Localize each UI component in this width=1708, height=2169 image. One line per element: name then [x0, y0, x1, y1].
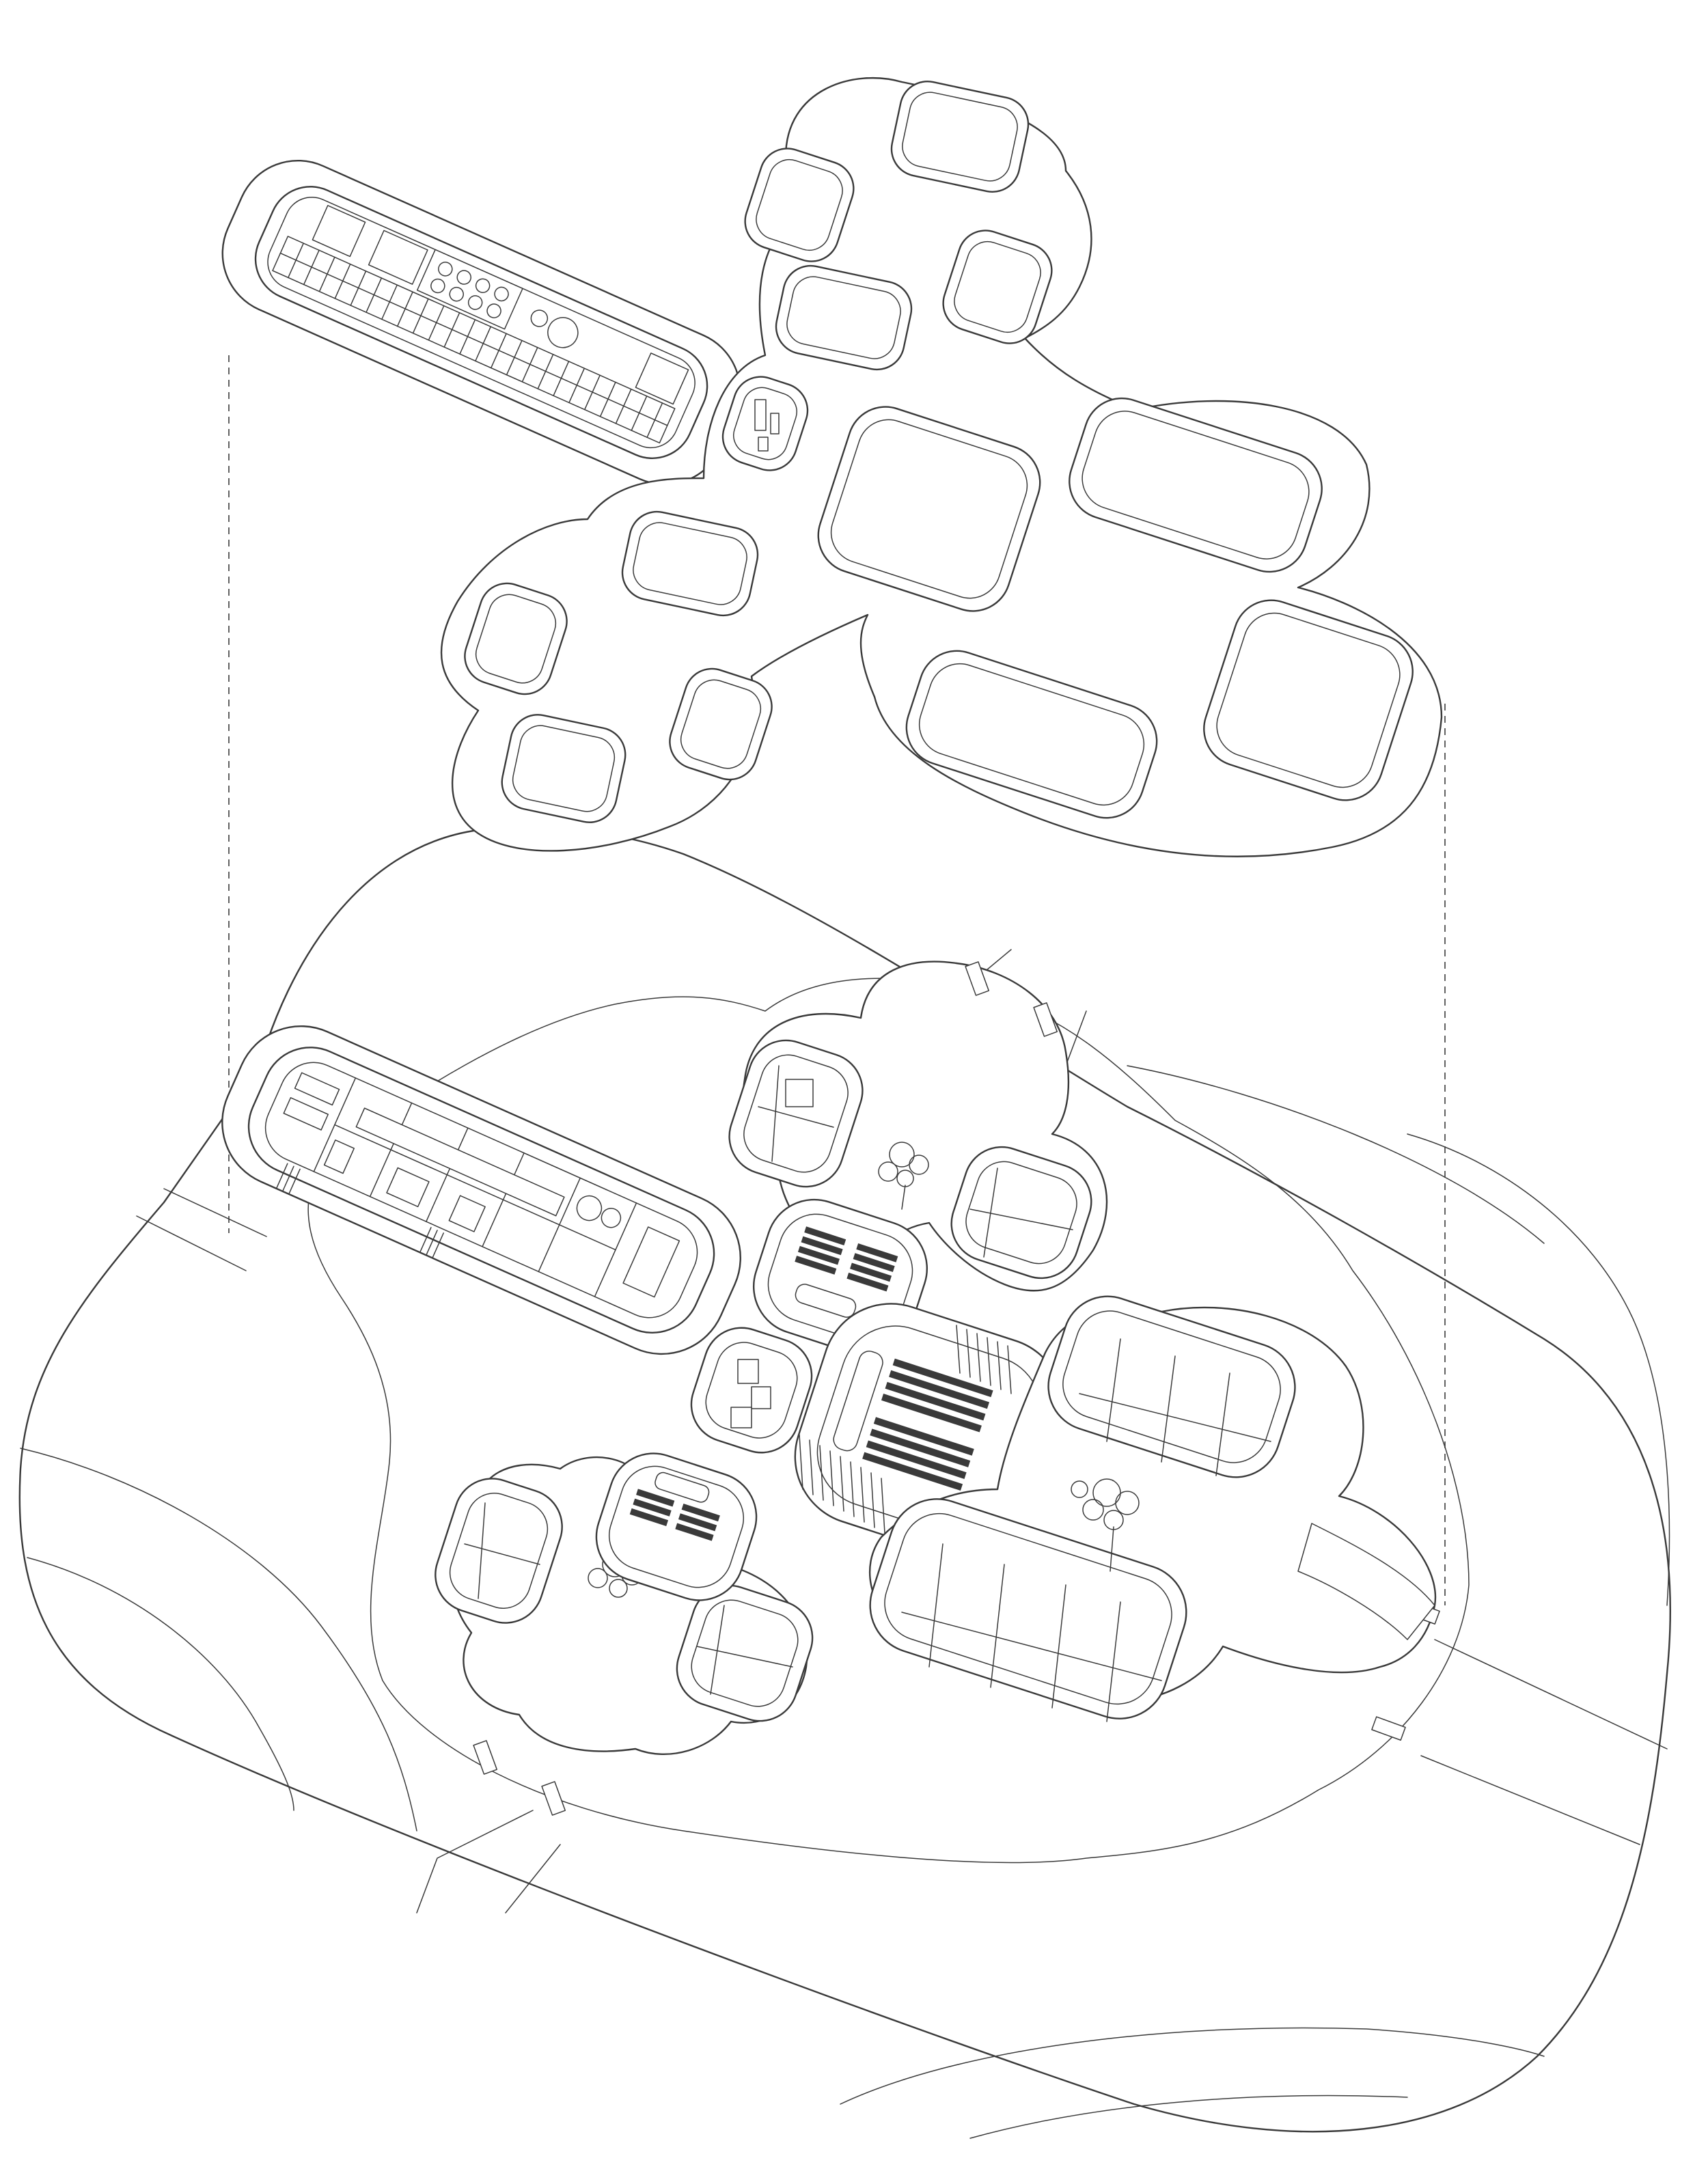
- terrain-contour-2: [27, 1557, 294, 1811]
- roof-tank-1: [438, 262, 453, 277]
- ground-area: [307, 978, 1470, 1864]
- roof-tank-8: [486, 303, 501, 318]
- projection-lines: [228, 355, 1446, 1605]
- east-courtyard-tree: [1071, 1478, 1140, 1572]
- north-gate-2: [1033, 1002, 1058, 1037]
- west-gate-2: [541, 1781, 566, 1816]
- roof-pod-1: [890, 81, 1030, 193]
- terrain-contour-3: [840, 2027, 1545, 2105]
- north-courtyard-tree: [878, 1142, 929, 1210]
- roof-equipment-block-a: [312, 205, 366, 258]
- ground-floor-layer: [221, 961, 1440, 1816]
- roof-pod-9: [464, 582, 568, 695]
- road-south: [416, 1810, 561, 1914]
- terrain-contour-4: [969, 2095, 1408, 2139]
- roof-pod-4: [775, 264, 913, 371]
- parking-stalls-west: [629, 1472, 720, 1541]
- roof-pod-2: [744, 148, 855, 262]
- roof-pod-7: [1069, 397, 1323, 573]
- roof-pod-8: [621, 510, 759, 617]
- central-hall-parking-rows: [833, 1351, 993, 1491]
- long-wing-building: [221, 1025, 741, 1355]
- roof-pod-13: [1203, 599, 1414, 801]
- east-pod-top: [1047, 1295, 1296, 1478]
- roof-pod-5: [721, 376, 809, 471]
- west-gate-1: [473, 1740, 498, 1775]
- roof-pod-6: [817, 406, 1041, 612]
- east-pod-bottom: [869, 1498, 1187, 1722]
- site-boundary: [18, 827, 1671, 2133]
- east-walkway: [1297, 1523, 1435, 1640]
- parking-stalls-north: [795, 1226, 898, 1318]
- long-wing-floor: [264, 1062, 698, 1318]
- terrain-layer: [18, 827, 1671, 2139]
- terrain-contour-6: [1127, 1065, 1545, 1244]
- roof-tank-large: [547, 317, 579, 348]
- road-east: [1420, 1639, 1668, 1845]
- north-pod-left: [728, 1039, 864, 1188]
- terrain-contour-5: [1407, 1133, 1670, 1606]
- west-pod-right: [676, 1584, 814, 1722]
- roof-pod-12: [905, 650, 1158, 819]
- north-pod-right: [950, 1146, 1092, 1280]
- roof-equipment-tank-frame: [416, 249, 523, 330]
- terrain-contour-1: [20, 1448, 417, 1832]
- central-hall-fins: [799, 1325, 1012, 1534]
- roof-pod-11: [501, 714, 626, 823]
- roof-plan-layer: [221, 77, 1443, 857]
- west-pod-group: [435, 1456, 814, 1816]
- roof-long-wing: [221, 159, 741, 486]
- long-wing-fins: [275, 1163, 444, 1259]
- roof-equipment-block-c: [635, 353, 689, 405]
- roof-tank-7: [467, 295, 483, 310]
- east-pod-group: [868, 1295, 1440, 1741]
- roof-tank-small: [530, 309, 549, 327]
- east-gate-2: [1371, 1716, 1406, 1741]
- central-service-pod: [690, 1327, 813, 1454]
- roof-pod-cluster: [440, 77, 1443, 857]
- roof-tank-3: [475, 278, 491, 293]
- long-wing-rooms: [283, 1072, 680, 1298]
- north-gate-1: [965, 961, 990, 996]
- roof-skylight-grid: [272, 236, 676, 444]
- roof-tank-2: [456, 270, 471, 285]
- parking-pod-west: [595, 1452, 758, 1601]
- west-pod-left: [435, 1478, 563, 1624]
- road-west: [136, 1188, 267, 1271]
- roof-pod-3: [942, 230, 1053, 344]
- roof-pod-10: [669, 667, 773, 781]
- roof-tank-5: [430, 278, 445, 294]
- roof-equipment-block-b: [368, 230, 428, 285]
- roof-tank-6: [449, 286, 464, 302]
- roof-tank-4: [494, 286, 509, 302]
